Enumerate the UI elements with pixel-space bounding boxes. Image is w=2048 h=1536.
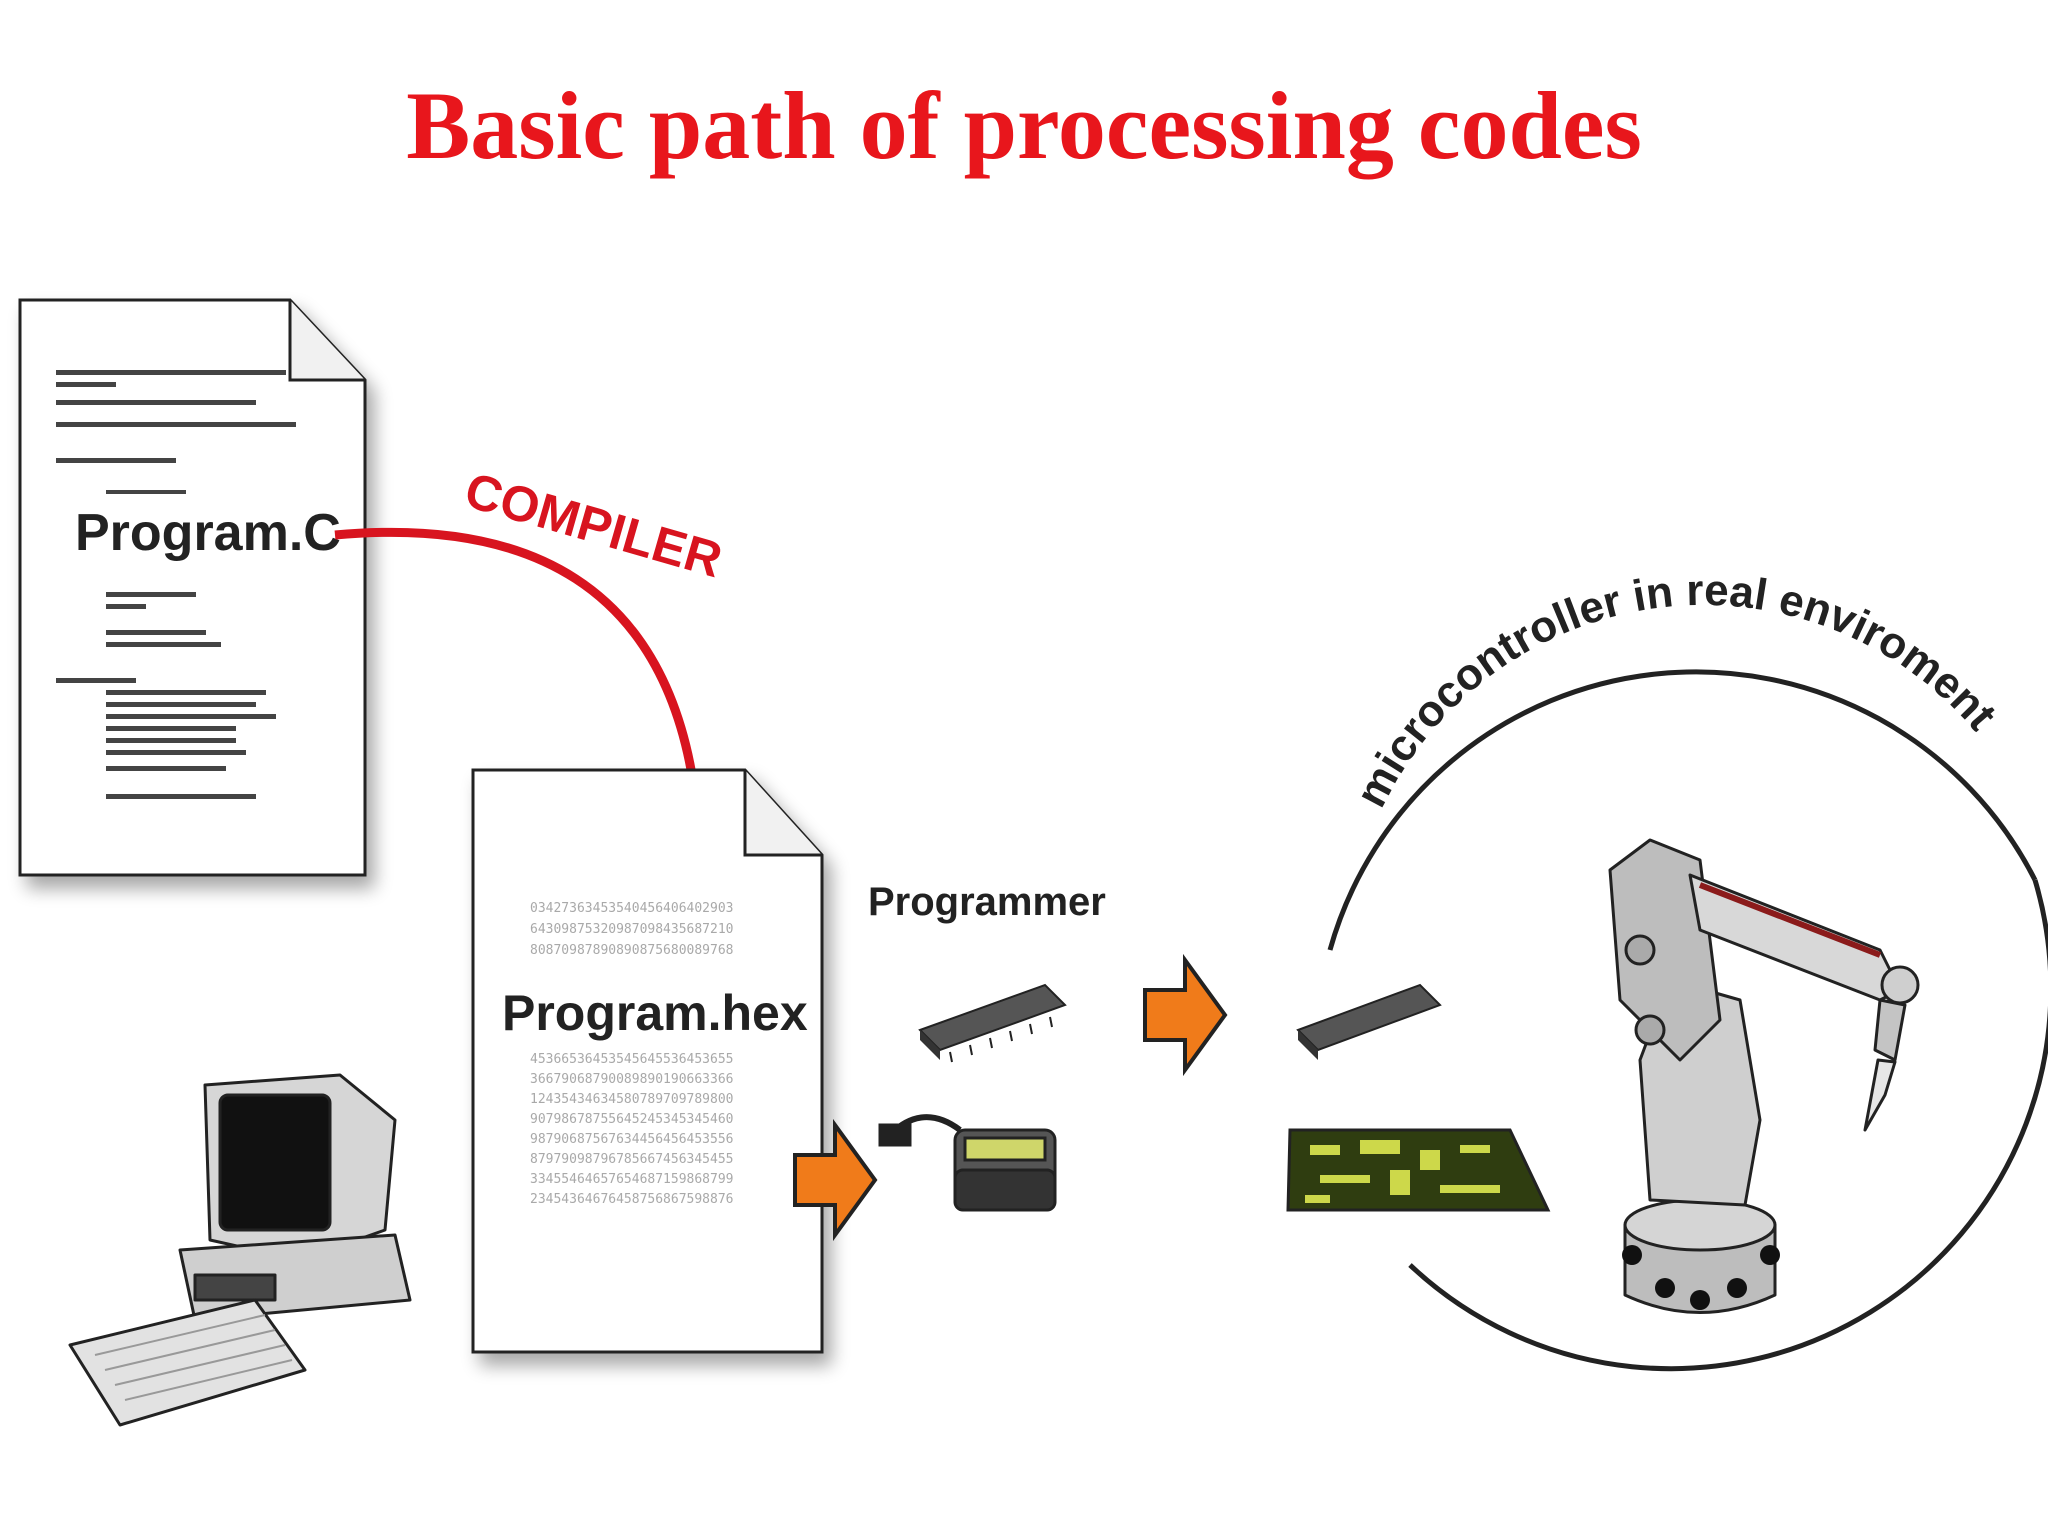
svg-text:12435434634580789709789800: 12435434634580789709789800 [530, 1092, 734, 1107]
programmer-device-icon [878, 1114, 1057, 1212]
flow-arrow-to-programmer [793, 1118, 878, 1242]
chip-icon [918, 983, 1067, 1063]
svg-text:87979098796785667456345455: 87979098796785667456345455 [530, 1152, 734, 1167]
hex-file-document [471, 768, 824, 1354]
target-chip-icon [1296, 983, 1442, 1060]
svg-text:03427363453540456406402903: 03427363453540456406402903 [530, 901, 734, 916]
robot-arm-icon [1608, 838, 1920, 1314]
flow-arrow-to-target [1143, 953, 1228, 1077]
page-title: Basic path of processing codes [406, 72, 1642, 179]
programmer-label: Programmer [868, 880, 1106, 924]
svg-text:80870987890890875680089768: 80870987890890875680089768 [530, 943, 734, 958]
svg-text:45366536453545645536453655: 45366536453545645536453655 [530, 1052, 734, 1067]
source-code-lines [56, 370, 296, 799]
source-file-document [18, 298, 367, 877]
svg-text:COMPILER: COMPILER [459, 462, 728, 589]
svg-text:23454364676458756867598876: 23454364676458756867598876 [530, 1192, 734, 1207]
svg-text:36679068790089890190663366: 36679068790089890190663366 [530, 1072, 734, 1087]
svg-text:90798678755645245345345460: 90798678755645245345345460 [530, 1112, 734, 1127]
svg-text:98790687567634456456453556: 98790687567634456456453556 [530, 1132, 734, 1147]
computer-icon [68, 1073, 412, 1427]
compiler-label: COMPILER [459, 462, 728, 589]
hex-file-label: Program.hex [502, 985, 808, 1041]
source-file-label: Program.C [75, 504, 341, 562]
circuit-board-icon [1286, 1128, 1551, 1212]
hex-code-lines: 03427363453540456406402903 6430987532098… [530, 901, 734, 1207]
svg-text:33455464657654687159868799: 33455464657654687159868799 [530, 1172, 734, 1187]
environment-label: microcontroller in real enviroment [1347, 566, 2006, 815]
svg-text:64309875320987098435687210: 64309875320987098435687210 [530, 922, 734, 937]
environment-boundary [1327, 669, 2048, 1372]
